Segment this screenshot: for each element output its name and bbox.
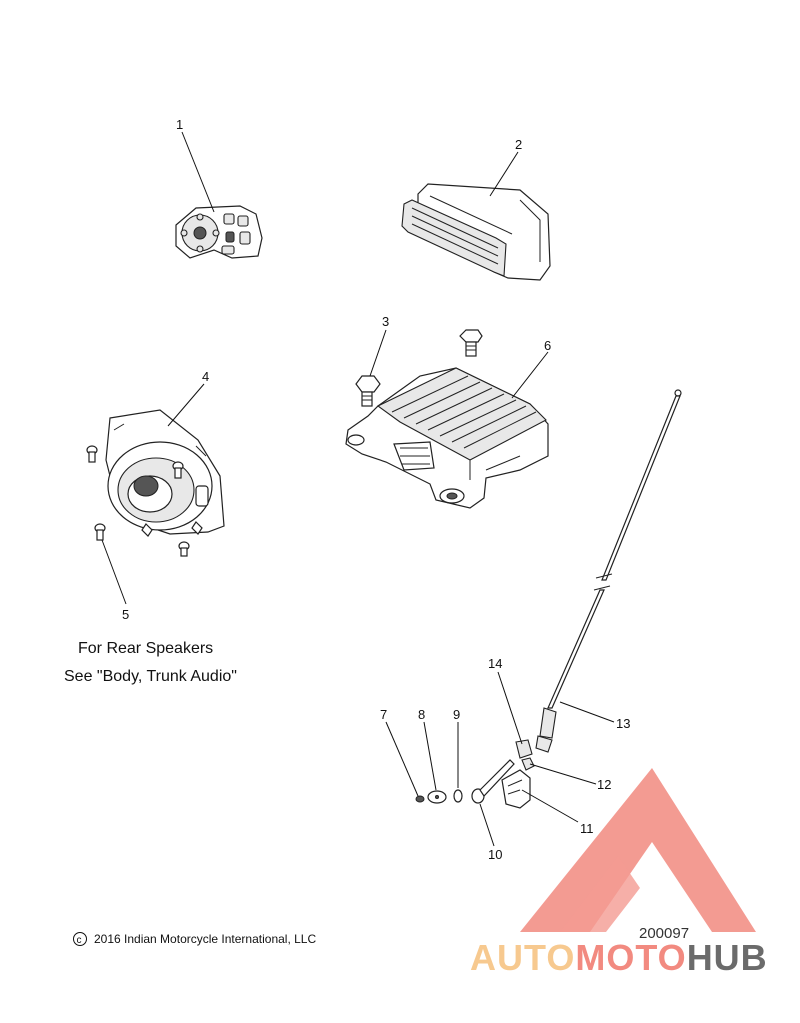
leader-lines: [101, 131, 615, 847]
watermark-brand: AUTOMOTOHUB: [470, 937, 768, 978]
bolt-right: [459, 329, 483, 357]
part-3-bolts: [355, 329, 483, 407]
part-12-adapter: [521, 757, 535, 771]
screw-a: [86, 445, 98, 463]
part-10-stud: [471, 759, 515, 804]
callout-14: 14: [488, 656, 502, 671]
copyright-symbol: c: [77, 935, 82, 946]
callout-7: 7: [380, 707, 387, 722]
callout-1: 1: [176, 117, 183, 132]
part-7-nut: [415, 795, 425, 803]
part-8-washer: [427, 790, 447, 804]
part-9-spacer: [453, 789, 463, 803]
callout-3: 3: [382, 314, 389, 329]
callout-11: 11: [580, 821, 594, 836]
note-line-2: See "Body, Trunk Audio": [64, 668, 237, 685]
part-11-bracket: [501, 769, 531, 809]
part-5-screws: [86, 445, 190, 557]
callout-4: 4: [202, 369, 209, 384]
watermark-triangle: [520, 768, 756, 932]
watermark-inner-shape: [560, 856, 640, 932]
note-line-1: For Rear Speakers: [78, 640, 213, 657]
part-2-connector: [401, 183, 551, 281]
callout-5: 5: [122, 607, 129, 622]
callout-9: 9: [453, 707, 460, 722]
watermark-number: 200097: [639, 925, 689, 942]
callout-labels: 1 2 3 4 5 6 7 8 9 10 11 12 13 14: [122, 117, 630, 862]
svg-text:AUTOMOTOHUB: AUTOMOTOHUB: [470, 937, 768, 978]
screw-c: [94, 523, 106, 541]
callout-2: 2: [515, 137, 522, 152]
part-13-antenna: [535, 389, 682, 753]
callout-6: 6: [544, 338, 551, 353]
screw-b: [172, 461, 184, 479]
copyright: c 2016 Indian Motorcycle International, …: [73, 932, 316, 946]
callout-10: 10: [488, 847, 502, 862]
callout-8: 8: [418, 707, 425, 722]
watermark-moto: MOTO: [575, 937, 686, 978]
part-6-amplifier: [345, 367, 549, 509]
callout-13: 13: [616, 716, 630, 731]
part-14-clip: [515, 739, 533, 759]
bolt-left: [355, 375, 381, 407]
watermark-logo: [520, 768, 756, 932]
copyright-text: 2016 Indian Motorcycle International, LL…: [94, 932, 316, 946]
part-1-control-switch: [175, 205, 263, 259]
rear-speaker-note: For Rear Speakers See "Body, Trunk Audio…: [64, 640, 237, 685]
watermark-auto: AUTO: [470, 937, 575, 978]
watermark-hub: HUB: [687, 937, 768, 978]
part-4-speaker: [105, 409, 225, 537]
screw-d: [178, 541, 190, 557]
callout-12: 12: [597, 777, 611, 792]
